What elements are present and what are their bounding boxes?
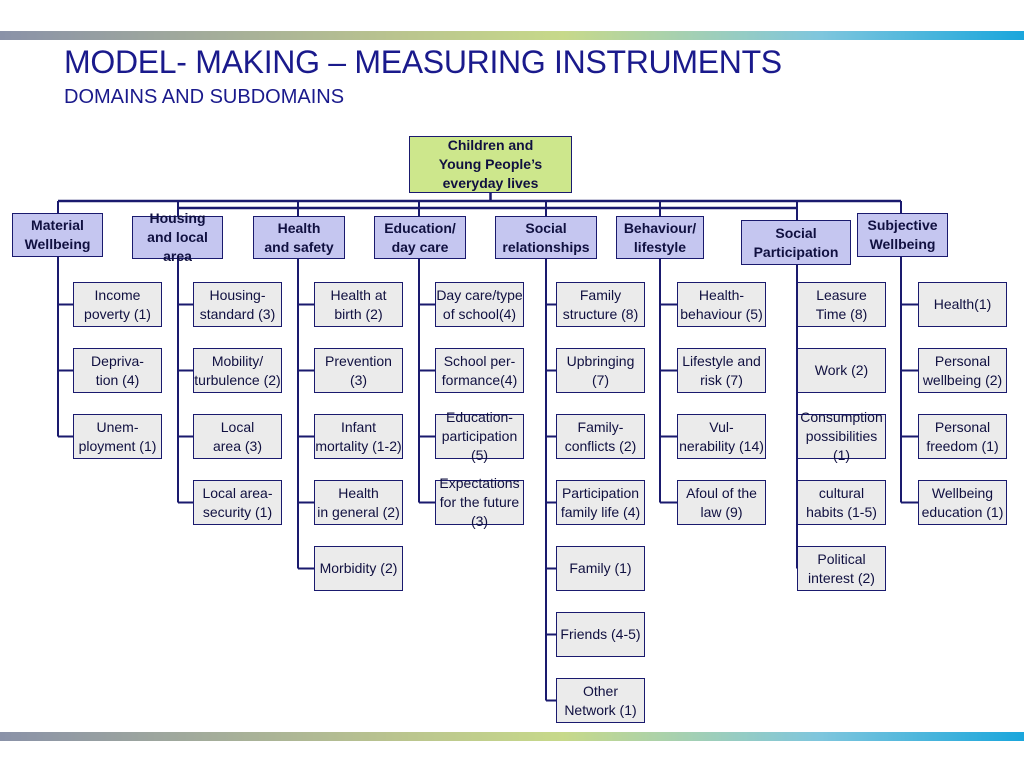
bottom-gradient-band — [0, 732, 1024, 741]
subdomain-label: Infant mortality (1-2) — [315, 418, 402, 454]
subdomain-label: Family structure (8) — [562, 286, 639, 322]
subdomain-material-2: Depriva- tion (4) — [73, 348, 162, 393]
subdomain-housing-2: Mobility/ turbulence (2) — [193, 348, 282, 393]
subdomain-label: Personal wellbeing (2) — [922, 352, 1003, 388]
subdomain-health-2: Prevention (3) — [314, 348, 403, 393]
domain-label: Social Participation — [753, 224, 839, 260]
domain-housing: Housing and local area — [132, 210, 223, 264]
domain-label: Housing and local area — [147, 210, 208, 264]
subdomain-label: Wellbeing education (1) — [921, 484, 1004, 520]
subdomain-label: Participation family life (4) — [560, 484, 641, 520]
subdomain-label: Depriva- tion (4) — [91, 352, 144, 388]
subdomain-education-1: Day care/type of school(4) — [435, 282, 524, 327]
subdomain-behaviour-2: Lifestyle and risk (7) — [677, 348, 766, 393]
domain-subjective: Subjective Wellbeing — [857, 213, 948, 257]
subdomain-label: Expectations for the future (3) — [439, 475, 520, 529]
subdomain-health-4: Health in general (2) — [314, 480, 403, 525]
subdomain-social-relationships-1: Family structure (8) — [556, 282, 645, 327]
subdomain-label: Health- behaviour (5) — [680, 286, 763, 322]
subdomain-material-1: Income poverty (1) — [73, 282, 162, 327]
subdomain-label: Health(1) — [933, 296, 992, 312]
subdomain-label: Consumption possibilities (1) — [800, 409, 883, 463]
subdomain-behaviour-4: Afoul of the law (9) — [677, 480, 766, 525]
domain-material: Material Wellbeing — [12, 213, 103, 257]
subdomain-label: Health in general (2) — [317, 484, 400, 520]
subdomain-subjective-1: Health(1) — [918, 282, 1007, 327]
subdomain-social-relationships-2: Upbringing (7) — [556, 348, 645, 393]
subdomain-label: Family (1) — [569, 560, 632, 576]
subdomain-housing-1: Housing- standard (3) — [193, 282, 282, 327]
subdomain-health-5: Morbidity (2) — [314, 546, 403, 591]
subdomain-label: Education- participation (5) — [441, 409, 518, 463]
domain-label: Subjective Wellbeing — [867, 217, 938, 252]
subdomain-label: Leasure Time (8) — [815, 286, 868, 322]
subdomain-social-relationships-7: Other Network (1) — [556, 678, 645, 723]
subdomain-health-3: Infant mortality (1-2) — [314, 414, 403, 459]
subdomain-label: School per- formance(4) — [441, 352, 518, 388]
subdomain-social-participation-2: Work (2) — [797, 348, 886, 393]
subdomain-label: cultural habits (1-5) — [806, 484, 877, 520]
subdomain-label: Vul- nerability (14) — [679, 418, 764, 454]
subdomain-label: Day care/type of school(4) — [436, 286, 523, 322]
subdomain-social-relationships-3: Family- conflicts (2) — [556, 414, 645, 459]
domain-social-relationships: Social relationships — [495, 216, 597, 259]
subdomain-behaviour-1: Health- behaviour (5) — [677, 282, 766, 327]
subdomain-label: Prevention (3) — [325, 352, 392, 388]
subdomain-label: Local area (3) — [212, 418, 263, 454]
subdomain-subjective-2: Personal wellbeing (2) — [918, 348, 1007, 393]
subdomain-subjective-4: Wellbeing education (1) — [918, 480, 1007, 525]
subdomain-label: Afoul of the law (9) — [686, 484, 757, 520]
domain-label: Health and safety — [264, 219, 334, 255]
page-subtitle: DOMAINS AND SUBDOMAINS — [64, 86, 345, 108]
subdomain-behaviour-3: Vul- nerability (14) — [677, 414, 766, 459]
domain-label: Social relationships — [502, 219, 590, 255]
subdomain-social-participation-4: cultural habits (1-5) — [797, 480, 886, 525]
subdomain-social-participation-5: Political interest (2) — [797, 546, 886, 591]
subdomain-label: Health at birth (2) — [330, 286, 387, 322]
subdomain-social-relationships-4: Participation family life (4) — [556, 480, 645, 525]
subdomain-label: Other Network (1) — [564, 682, 637, 718]
subdomain-housing-3: Local area (3) — [193, 414, 282, 459]
domain-health: Health and safety — [253, 216, 345, 259]
subdomain-label: Unem- ployment (1) — [78, 418, 157, 454]
subdomain-label: Local area- security (1) — [202, 484, 273, 520]
subdomain-label: Work (2) — [814, 362, 869, 378]
root-node: Children and Young People’s everyday liv… — [409, 136, 572, 193]
domain-education: Education/ day care — [374, 216, 466, 259]
domain-behaviour: Behaviour/ lifestyle — [616, 216, 704, 259]
domain-label: Material Wellbeing — [24, 217, 91, 252]
subdomain-label: Income poverty (1) — [84, 286, 151, 322]
subdomain-label: Housing- standard (3) — [199, 286, 276, 322]
subdomain-housing-4: Local area- security (1) — [193, 480, 282, 525]
subdomain-material-3: Unem- ployment (1) — [73, 414, 162, 459]
subdomain-social-relationships-5: Family (1) — [556, 546, 645, 591]
subdomain-label: Morbidity (2) — [319, 560, 398, 576]
subdomain-social-participation-3: Consumption possibilities (1) — [797, 409, 886, 463]
root-node-label: Children and Young People’s everyday liv… — [438, 137, 543, 191]
subdomain-education-2: School per- formance(4) — [435, 348, 524, 393]
subdomain-label: Mobility/ turbulence (2) — [194, 352, 281, 388]
subdomain-label: Political interest (2) — [808, 550, 875, 586]
subdomain-label: Friends (4-5) — [560, 626, 641, 642]
subdomain-label: Family- conflicts (2) — [564, 418, 637, 454]
domain-social-participation: Social Participation — [741, 220, 851, 265]
subdomain-social-participation-1: Leasure Time (8) — [797, 282, 886, 327]
top-gradient-band — [0, 31, 1024, 40]
subdomain-health-1: Health at birth (2) — [314, 282, 403, 327]
page-title: MODEL- MAKING – MEASURING INSTRUMENTS — [64, 44, 782, 80]
subdomain-subjective-3: Personal freedom (1) — [918, 414, 1007, 459]
domain-label: Education/ day care — [384, 219, 456, 255]
subdomain-label: Lifestyle and risk (7) — [682, 352, 761, 388]
subdomain-label: Upbringing (7) — [566, 352, 635, 388]
subdomain-education-4: Expectations for the future (3) — [435, 475, 524, 529]
domain-label: Behaviour/ lifestyle — [623, 219, 697, 255]
subdomain-education-3: Education- participation (5) — [435, 409, 524, 463]
subdomain-label: Personal freedom (1) — [926, 418, 999, 454]
subdomain-social-relationships-6: Friends (4-5) — [556, 612, 645, 657]
